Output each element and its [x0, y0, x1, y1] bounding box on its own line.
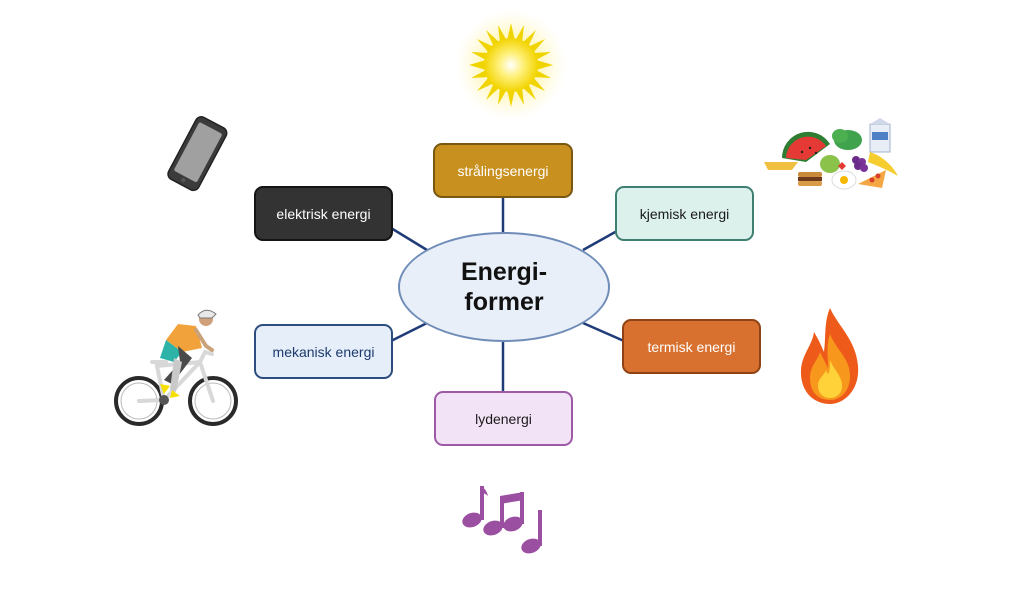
food-icon [764, 118, 898, 190]
connector-elektrisk [390, 226, 428, 252]
connector-mekanisk [390, 321, 428, 343]
node-mekanisk-energi: mekanisk energi [254, 324, 393, 379]
phone-icon [167, 116, 228, 192]
cyclist-icon [114, 309, 238, 426]
node-lydenergi: lydenergi [434, 391, 573, 446]
music-notes-icon [462, 486, 542, 554]
node-termisk-energi: termisk energi [622, 319, 761, 374]
node-kjemisk-energi-label: kjemisk energi [639, 205, 730, 222]
node-stralingsenergi: strålingsenergi [433, 143, 573, 198]
node-stralingsenergi-label: strålingsenergi [457, 162, 549, 179]
node-lydenergi-label: lydenergi [475, 410, 532, 427]
connector-kjemisk [582, 229, 618, 252]
center-node-energiformer: Energi- former [398, 232, 610, 342]
node-elektrisk-energi: elektrisk energi [254, 186, 393, 241]
node-kjemisk-energi: kjemisk energi [615, 186, 754, 241]
center-title-line2: former [464, 288, 544, 316]
sun-icon [455, 9, 567, 121]
node-elektrisk-energi-label: elektrisk energi [276, 205, 371, 222]
center-title-line1: Energi- [460, 258, 548, 286]
node-termisk-energi-label: termisk energi [647, 338, 736, 355]
node-mekanisk-energi-label: mekanisk energi [272, 343, 375, 360]
connector-termisk [582, 321, 625, 343]
flame-icon [800, 308, 859, 404]
